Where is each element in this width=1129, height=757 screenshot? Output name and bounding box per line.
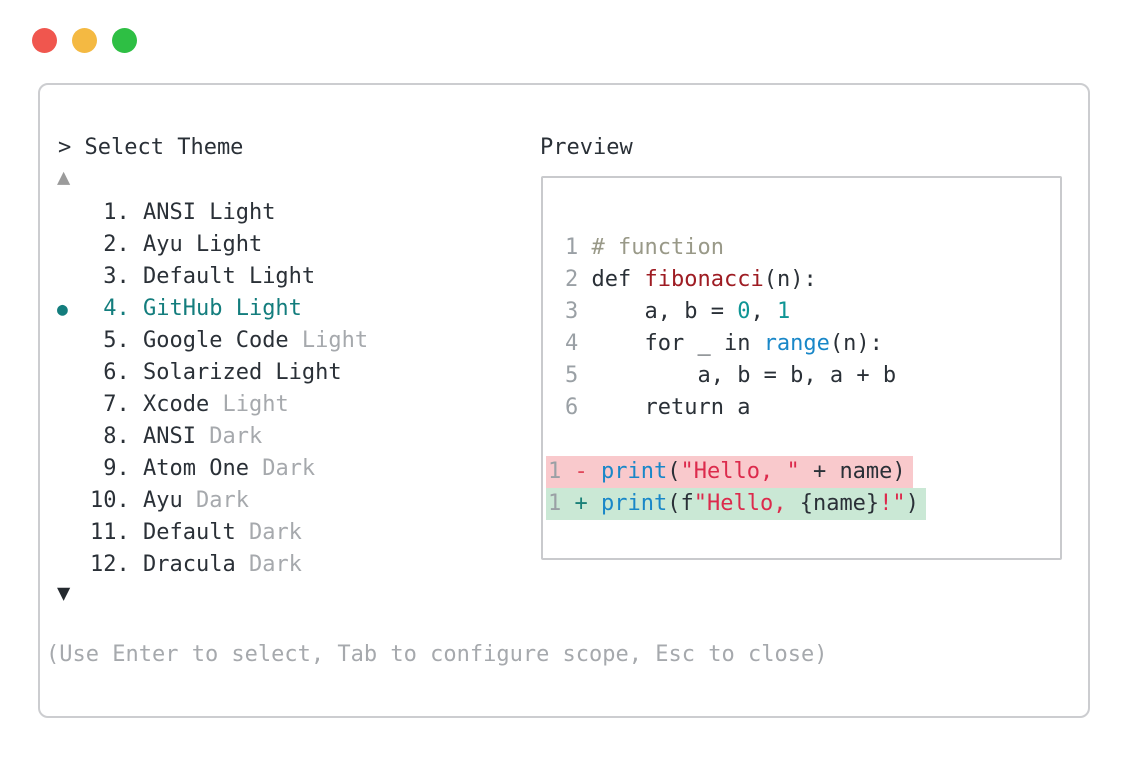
diff-removed-icon: - (574, 459, 588, 484)
theme-option-label-muted: Dark (195, 424, 263, 449)
code-line: 6 return a (565, 395, 751, 420)
zoom-window-button[interactable] (112, 28, 137, 53)
close-window-button[interactable] (32, 28, 57, 53)
preview-heading: Preview (540, 135, 633, 160)
line-number: 1 (565, 235, 579, 260)
theme-option-label-muted: Dark (235, 520, 302, 545)
line-number: 6 (565, 395, 579, 420)
theme-option-number: 2. (90, 232, 143, 257)
minimize-window-button[interactable] (72, 28, 97, 53)
theme-option-label: Dracula (142, 552, 236, 577)
code-preview: 1 # function 2 def fibonacci(n): 3 a, b = … (541, 176, 1062, 560)
theme-selector-panel: > Select Theme Preview ▲ 1. ANSI Light 2… (38, 83, 1090, 718)
code-line: 1 # function (565, 235, 724, 260)
code-line: 4 for _ in range(n): (565, 331, 883, 356)
line-number: 1 (548, 459, 562, 484)
theme-option-number: 6. (90, 360, 143, 385)
theme-option-number: 9. (90, 456, 143, 481)
code-block: 1 # function 2 def fibonacci(n): 3 a, b = … (543, 232, 1060, 424)
diff-line-removed: 1 - print("Hello, " + name) (543, 456, 1060, 488)
selected-item-bullet-icon: ● (57, 299, 68, 320)
theme-option-number: 1. (90, 200, 143, 225)
theme-option-number: 7. (90, 392, 143, 417)
diff-added-icon: + (574, 491, 588, 516)
theme-option-label: ANSI Light (142, 200, 276, 225)
code-line: 2 def fibonacci(n): (565, 267, 817, 292)
theme-option[interactable]: 3. Default Light (57, 261, 368, 293)
theme-option[interactable]: 5. Google Code Light (57, 325, 368, 357)
keyboard-hints: (Use Enter to select, Tab to configure s… (46, 642, 828, 667)
theme-option-number: 8. (90, 424, 143, 449)
theme-option-label-muted: Dark (235, 552, 302, 577)
code-line: 3 a, b = 0, 1 (565, 299, 791, 324)
code-line: 5 a, b = b, a + b (565, 363, 897, 388)
panel-title: > Select Theme (58, 135, 244, 160)
theme-option-label-muted: Dark (182, 488, 249, 513)
line-number: 5 (565, 363, 579, 388)
theme-option-label: Atom One (142, 456, 249, 481)
theme-option[interactable]: 7. Xcode Light (57, 389, 368, 421)
theme-option-label: Default Light (142, 264, 316, 289)
line-number: 1 (548, 491, 562, 516)
theme-option[interactable]: 9. Atom One Dark (57, 453, 368, 485)
diff-line-added: 1 + print(f"Hello, {name}!") (543, 488, 1060, 520)
theme-option-number: 12. (90, 552, 143, 577)
theme-option-number: 10. (90, 488, 143, 513)
line-number: 4 (565, 331, 579, 356)
theme-option-label: Default (142, 520, 236, 545)
scroll-down-icon[interactable]: ▼ (57, 581, 71, 606)
theme-option-label-muted: Light (209, 392, 289, 417)
theme-option[interactable]: 1. ANSI Light (57, 197, 368, 229)
theme-option-label: Solarized Light (142, 360, 342, 385)
theme-list: 1. ANSI Light 2. Ayu Light 3. Default Li… (57, 197, 368, 581)
theme-option[interactable]: 11. Default Dark (57, 517, 368, 549)
scroll-up-icon[interactable]: ▲ (57, 165, 71, 190)
theme-option[interactable]: 10. Ayu Dark (57, 485, 368, 517)
theme-option-label: Ayu (142, 488, 183, 513)
theme-option-number: 5. (90, 328, 143, 353)
line-number: 3 (565, 299, 579, 324)
theme-option-label: Ayu Light (142, 232, 263, 257)
theme-option-label-muted: Dark (248, 456, 316, 481)
theme-option[interactable]: 2. Ayu Light (57, 229, 368, 261)
blank-line (543, 424, 1060, 456)
theme-option[interactable]: 6. Solarized Light (57, 357, 368, 389)
theme-option-label: Xcode (142, 392, 210, 417)
theme-option-label: ANSI (142, 424, 196, 449)
theme-option[interactable]: ● 4. GitHub Light (57, 293, 368, 325)
theme-option-number: 3. (90, 264, 143, 289)
theme-option-label: GitHub Light (142, 296, 302, 321)
theme-option-label: Google Code (142, 328, 289, 353)
diff-block: 1 - print("Hello, " + name)1 + print(f"H… (543, 456, 1060, 520)
theme-option-number: 11. (90, 520, 143, 545)
theme-option[interactable]: 8. ANSI Dark (57, 421, 368, 453)
line-number: 2 (565, 267, 579, 292)
theme-option[interactable]: 12. Dracula Dark (57, 549, 368, 581)
window-controls (32, 28, 137, 53)
theme-option-label-muted: Light (288, 328, 369, 353)
theme-option-number: 4. (90, 296, 143, 321)
